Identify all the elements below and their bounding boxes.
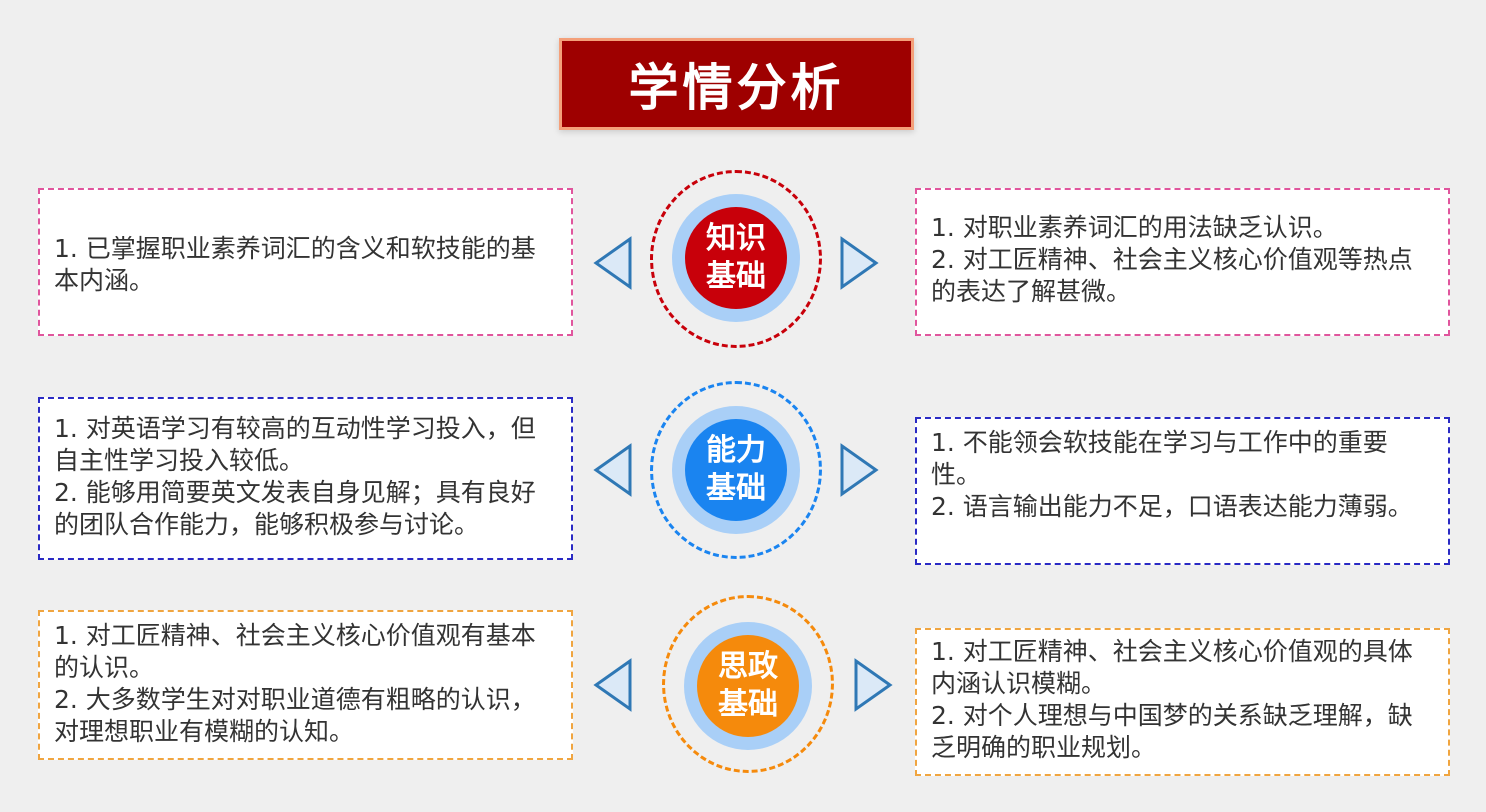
row3-hub-line2: 基础: [718, 687, 778, 722]
row1-hub: 知识 基础: [685, 207, 787, 309]
row3-right-line1: 1. 对工匠精神、社会主义核心价值观的具体内涵认识模糊。: [931, 637, 1413, 698]
row3-left-arrow-icon: [593, 658, 632, 712]
row2-hub-line1: 能力: [706, 433, 766, 468]
row2-left-arrow-icon: [593, 443, 632, 497]
row1-right-line2: 2. 对工匠精神、社会主义核心价值观等热点的表达了解甚微。: [931, 245, 1413, 306]
row2-hub: 能力 基础: [685, 419, 787, 521]
row2-right-arrow-icon: [840, 443, 879, 497]
row2-right-box: 1. 不能领会软技能在学习与工作中的重要性。 2. 语言输出能力不足，口语表达能…: [915, 417, 1450, 565]
row1-hub-line2: 基础: [706, 259, 766, 294]
row3-right-line2: 2. 对个人理想与中国梦的关系缺乏理解，缺乏明确的职业规划。: [931, 701, 1413, 762]
row3-left-box: 1. 对工匠精神、社会主义核心价值观有基本的认识。 2. 大多数学生对对职业道德…: [38, 610, 573, 760]
row2-dashed-ring: [650, 381, 822, 559]
row2-right-line1: 1. 不能领会软技能在学习与工作中的重要性。: [931, 428, 1388, 489]
row1-right-box: 1. 对职业素养词汇的用法缺乏认识。 2. 对工匠精神、社会主义核心价值观等热点…: [915, 188, 1450, 336]
row1-left-line1: 1. 已掌握职业素养词汇的含义和软技能的基本内涵。: [54, 234, 536, 295]
title-banner: 学情分析: [559, 38, 914, 130]
row3-left-line2: 2. 大多数学生对对职业道德有粗略的认识，对理想职业有模糊的认知。: [54, 685, 536, 746]
row3-left-line1: 1. 对工匠精神、社会主义核心价值观有基本的认识。: [54, 621, 536, 682]
row1-right-arrow-icon: [840, 236, 879, 290]
row2-right-line2: 2. 语言输出能力不足，口语表达能力薄弱。: [931, 492, 1413, 521]
row1-left-box: 1. 已掌握职业素养词汇的含义和软技能的基本内涵。: [38, 188, 573, 336]
row3-hub: 思政 基础: [697, 635, 799, 737]
row3-right-arrow-icon: [854, 658, 893, 712]
row1-hub-line1: 知识: [706, 221, 766, 256]
row3-hub-line1: 思政: [718, 649, 778, 684]
row3-right-box: 1. 对工匠精神、社会主义核心价值观的具体内涵认识模糊。 2. 对个人理想与中国…: [915, 628, 1450, 776]
row2-left-line1: 1. 对英语学习有较高的互动性学习投入，但自主性学习投入较低。: [54, 414, 536, 475]
row2-left-box: 1. 对英语学习有较高的互动性学习投入，但自主性学习投入较低。 2. 能够用简要…: [38, 397, 573, 560]
row1-left-arrow-icon: [593, 236, 632, 290]
page-title: 学情分析: [628, 59, 845, 117]
row1-right-line1: 1. 对职业素养词汇的用法缺乏认识。: [931, 213, 1338, 242]
row1-dashed-ring: [650, 170, 822, 348]
row2-hub-line2: 基础: [706, 471, 766, 506]
row2-left-line2: 2. 能够用简要英文发表自身见解；具有良好的团队合作能力，能够积极参与讨论。: [54, 478, 536, 539]
row3-dashed-ring: [662, 595, 834, 773]
